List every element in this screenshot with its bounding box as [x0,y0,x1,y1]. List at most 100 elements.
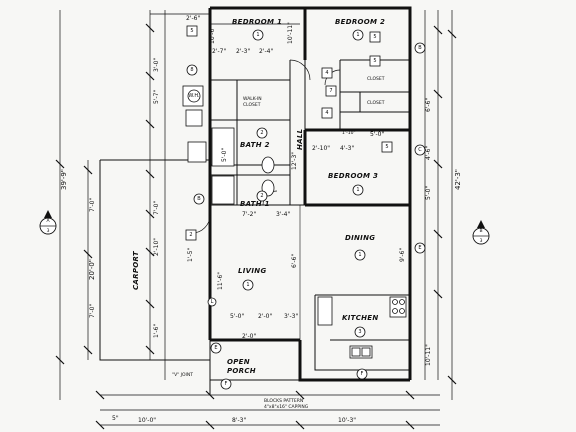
svg-text:C: C [418,147,422,153]
tag-circle: 2 [256,190,268,202]
walls [99,6,412,395]
svg-text:B: B [479,228,482,234]
dimension-labels: 2'-6" 10'-6" 10'-11" 2'-7" 2'-3" 2'-4" 3… [60,15,462,424]
walk-in-label: WALK-IN [243,96,262,102]
dim-label: 39'-9" [60,169,68,190]
tag-square: 5 [369,31,381,43]
dim-label: 10'-6" [209,26,216,44]
dim-label: 10'-11" [425,344,432,366]
tag-circle: 1 [352,29,364,41]
bath-1-label: BATH 1 [240,200,270,208]
closet-a-label: CLOSET [367,76,385,82]
dim-label: 3'-3" [284,313,298,320]
dim-label: 7'-0" [153,201,160,215]
dining-label: DINING [345,234,375,242]
svg-text:1: 1 [356,187,359,193]
tag-circle: 8 [186,64,198,76]
section-marker-right: B 3 [472,220,490,245]
svg-text:E: E [418,245,421,251]
bedroom-3-label: BEDROOM 3 [328,172,378,180]
section-markers: A 3 B 3 [39,210,490,245]
notes: BLOCKS PATTERN 4"x8"x16" CAPPING "V" JOI… [172,372,309,410]
svg-text:2: 2 [260,130,263,136]
carport-label: CARPORT [132,250,140,290]
svg-text:1: 1 [356,32,359,38]
dim-label: 4'-3" [340,145,354,152]
dim-label: 2'-10" [312,145,330,152]
tag-circle: 3 [354,326,366,338]
dim-label: 20'-0" [88,259,96,280]
dim-label: 7'-2" [242,211,256,218]
tag-square: 7 [325,85,337,97]
tag-circle: E [210,342,222,354]
open-porch-label-2: PORCH [227,367,256,375]
dim-label: 2'-0" [258,313,272,320]
kitchen-fixtures [317,296,407,359]
blocks-note-2: 4"x8"x16" CAPPING [264,404,309,410]
tag-square: 4 [321,107,333,119]
svg-text:1: 1 [358,252,361,258]
tag-square: 5 [381,141,393,153]
dim-label: 4'-6" [425,146,432,160]
dim-label: 5" [112,415,119,422]
dim-label: 7'-0" [89,304,96,318]
tag-circle: F [356,368,368,380]
svg-text:7: 7 [329,88,332,94]
tag-square: 4 [321,67,333,79]
vjoint-note: "V" JOINT [172,372,193,378]
svg-text:2: 2 [189,232,192,238]
svg-text:4: 4 [325,70,328,76]
walk-in-closet-label: CLOSET [243,102,261,108]
svg-text:5: 5 [385,144,388,150]
dim-label: 3'-4" [276,211,290,218]
svg-text:B: B [418,45,422,51]
dim-label: 8'-3" [232,417,246,424]
open-porch-label: OPEN [227,358,250,366]
dim-label: 2'-3" [236,48,250,55]
svg-text:L: L [211,299,214,305]
dim-label: 10'-0" [138,417,156,424]
svg-text:3: 3 [358,329,361,335]
dim-label: 6'-6" [291,254,298,268]
dim-label: 3'-0" [153,58,160,72]
tag-circle: W.H. [187,89,201,103]
tag-circle: L [207,297,217,307]
tag-square: 2 [185,229,197,241]
closet-b-label: CLOSET [367,100,385,106]
dim-label: 10'-11" [287,22,294,44]
blocks-note: BLOCKS PATTERN [264,398,303,404]
dim-label: 2'-6" [186,15,200,22]
dim-label: 10'-3" [338,417,356,424]
dim-label: 9'-6" [399,248,406,262]
section-marker-left: A 3 [39,210,57,235]
svg-text:3: 3 [480,238,483,244]
tag-circle: 1 [252,29,264,41]
svg-text:8: 8 [190,67,193,73]
dim-label: 2'-0" [242,333,256,340]
dim-label: 1'-5" [187,248,194,262]
dim-label: 5'-0" [425,186,432,200]
dim-label: 5'-0" [370,131,384,138]
dim-label: 5'-0" [221,148,228,162]
dim-label: 2'-10" [153,238,160,256]
tag-circle: 1 [354,249,366,261]
kitchen-label: KITCHEN [342,314,379,322]
dim-label: 5'-7" [153,90,160,104]
tag-circle: E [414,242,426,254]
bath-2-label: BATH 2 [240,141,270,149]
living-label: LIVING [238,267,267,275]
tag-circle: B [193,193,205,205]
bedroom-2-label: BEDROOM 2 [335,18,385,26]
dim-label: 5'-0" [230,313,244,320]
dim-label: 1'-10" [342,130,356,136]
tag-circle: B [414,42,426,54]
svg-text:1: 1 [256,32,259,38]
dimension-lines [55,10,457,430]
bath-fixtures [182,85,275,205]
dim-label: 2'-4" [259,48,273,55]
dim-label: 1'-6" [153,324,160,338]
dim-label: 42'-3" [454,169,462,190]
svg-text:W.H.: W.H. [188,93,200,99]
tags: 1 1 5 5 5 5 8 4 4 7 2 1 2 1 1 3 2 B E F … [185,25,426,390]
